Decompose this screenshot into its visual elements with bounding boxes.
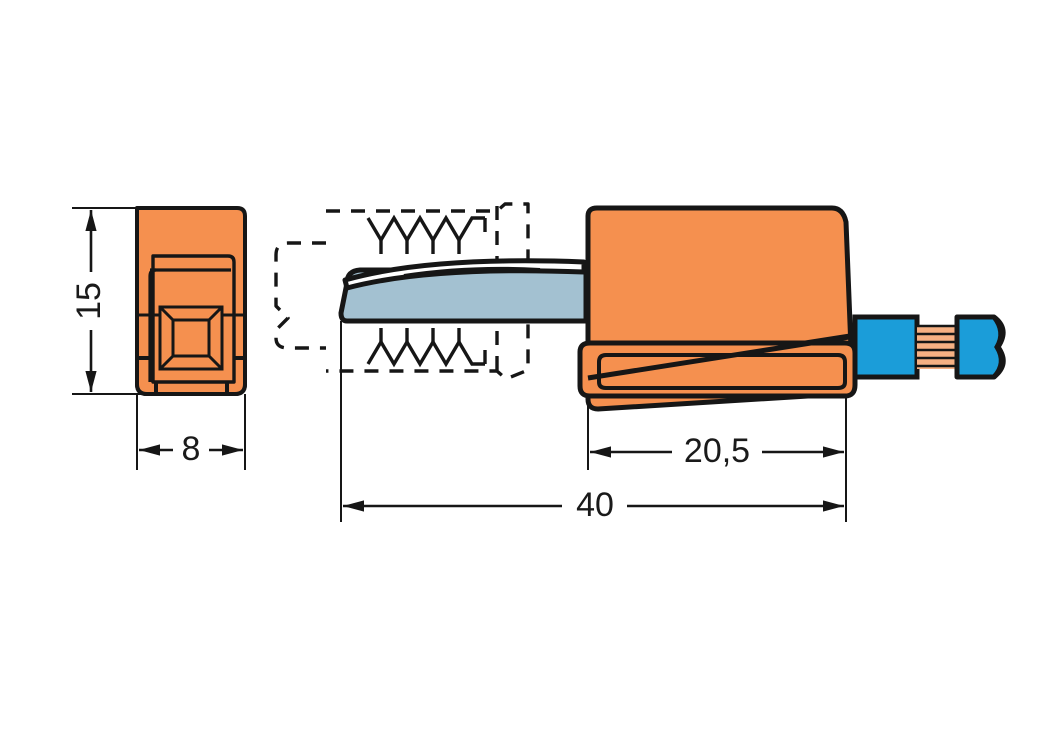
spring-symbol-bottom (366, 328, 487, 368)
dimension-label-15: 15 (70, 282, 108, 320)
housing-lower-lip-inner (597, 353, 847, 390)
wire-stripped-conductor (917, 324, 957, 369)
housing-inner-recess-edge (148, 268, 157, 382)
side-view (274, 202, 1006, 412)
spring-symbol-top (366, 214, 487, 254)
dimension-overall-length-40: 40 (340, 321, 847, 524)
dimension-body-length-205: 20,5 (587, 394, 847, 470)
wire-insulation-inner (852, 314, 920, 380)
dimension-height-15: 15 (70, 207, 160, 395)
dimension-label-40: 40 (576, 486, 614, 524)
dimension-width-8: 8 (136, 394, 246, 470)
lever-cap-inner-curve (403, 266, 541, 278)
dimension-label-8: 8 (182, 430, 201, 468)
wire-cut-curl (991, 315, 1004, 379)
dimension-label-205: 20,5 (684, 432, 750, 470)
square-funnel-opening (158, 305, 224, 371)
housing-split-line-overlay (587, 334, 850, 381)
front-view (135, 206, 247, 396)
